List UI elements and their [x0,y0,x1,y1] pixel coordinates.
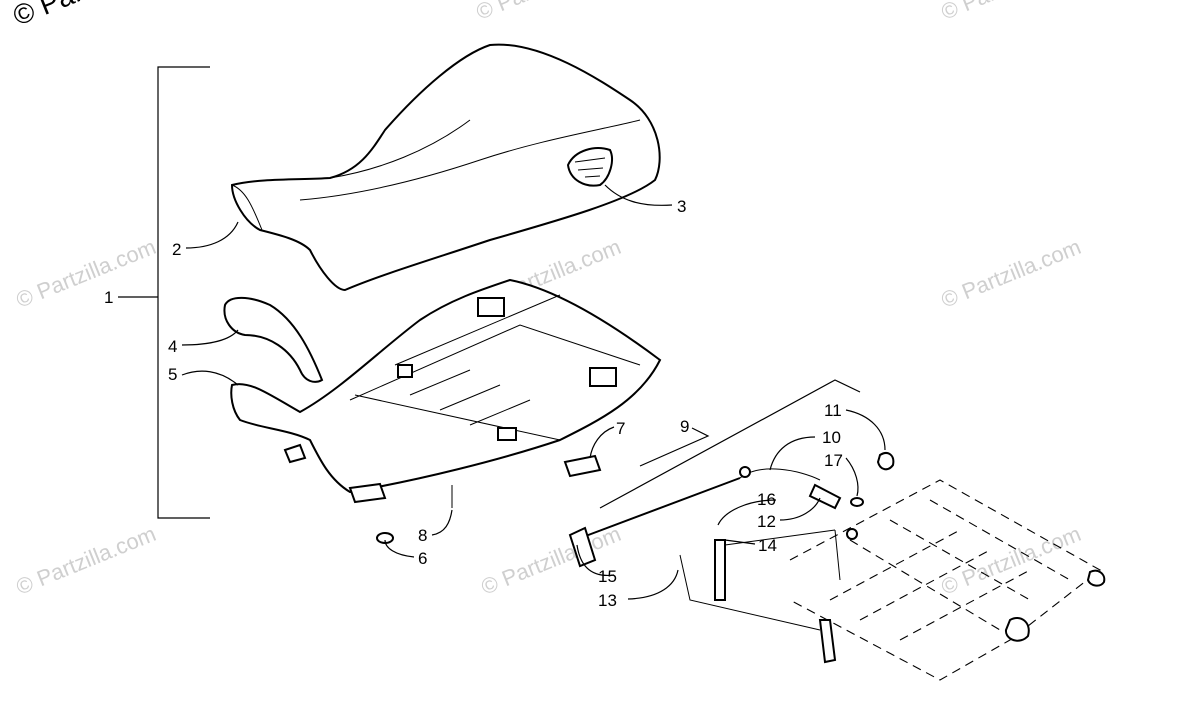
callout-10: 10 [822,428,841,447]
seat-latch-slot [477,297,505,317]
side-trim-panel [223,296,324,383]
callout-9: 9 [680,417,689,436]
spring-part [808,483,842,510]
callout-16: 16 [757,490,776,509]
callout-2: 2 [172,240,181,259]
seat-base [230,278,662,504]
callout-7: 7 [616,419,625,438]
seat-latch-slot [589,367,617,387]
callout-11: 11 [824,401,842,420]
callout-17: 17 [824,451,843,470]
callout-1: 1 [104,288,113,307]
clip-part [876,452,895,471]
watermark-text: © Partzilla.com [13,234,160,313]
leader-lines [181,184,886,600]
callout-13: 13 [598,591,617,610]
callout-8: 8 [418,526,427,545]
watermark-text: © Partzilla.com [938,0,1085,25]
callout-6: 6 [418,549,427,568]
callout-3: 3 [677,197,686,216]
watermark-text: © Partzilla.com [478,521,625,600]
watermark-text: © Partzilla.com [473,0,620,25]
cap-part [850,497,864,507]
callout-14: 14 [758,536,777,555]
callout-labels: 1 2 3 4 5 6 7 8 9 10 11 12 13 14 15 16 1… [104,197,843,610]
callout-15: 15 [598,567,617,586]
seat-cushion [230,43,661,292]
latch-lever [568,526,597,568]
bracket-part [563,454,602,478]
callout-4: 4 [168,337,177,356]
assembly-bracket [118,66,210,519]
seat-latch-slot [497,427,517,441]
watermark-text: © Partzilla.com [938,234,1085,313]
seat-latch-slot [397,364,413,378]
seat-frame-dashed [789,479,1106,681]
latch-linkage [568,379,895,664]
callout-5: 5 [168,365,177,384]
seat-cover-patch [566,147,613,187]
watermark-text: © Partzilla.com [13,521,160,600]
callout-12: 12 [757,512,776,531]
corner-copyright-mark: © Par [9,0,87,32]
